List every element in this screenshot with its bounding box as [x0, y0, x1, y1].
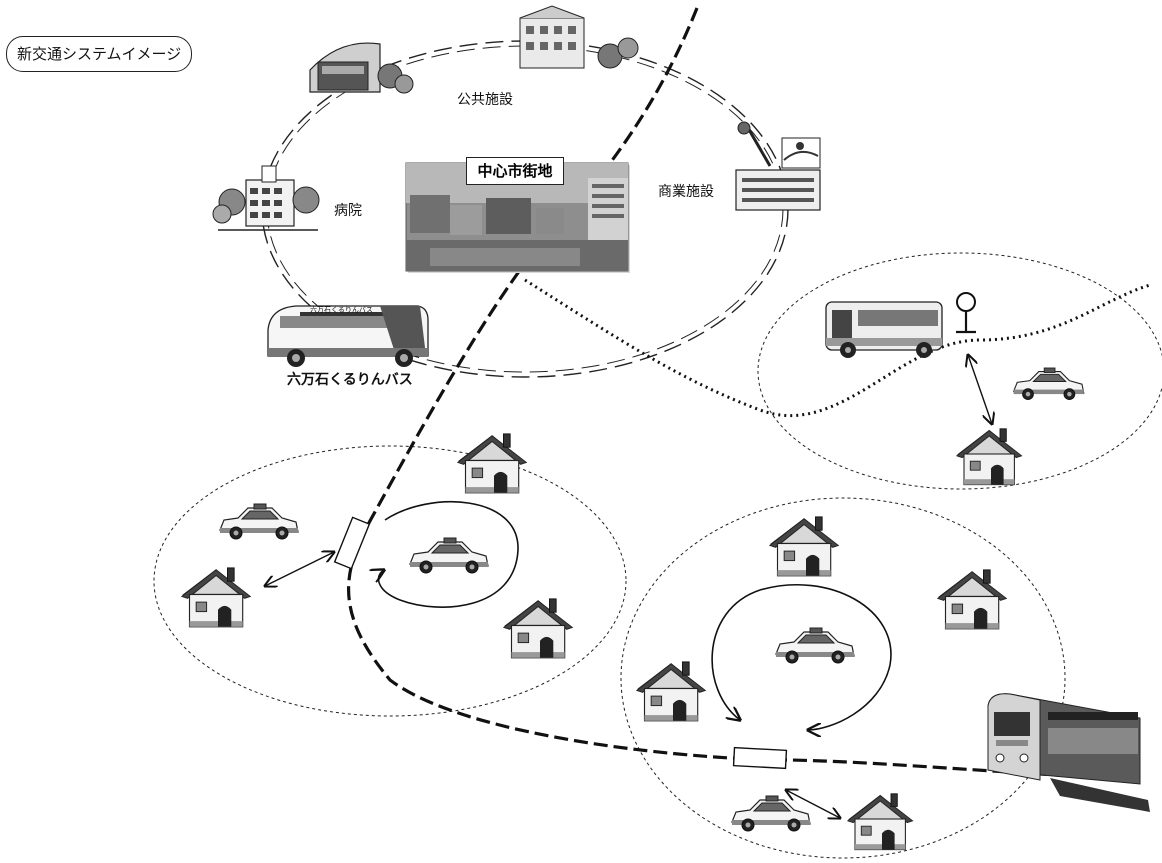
taxi-icon — [410, 538, 488, 573]
loop-arrow-south-left — [712, 590, 760, 720]
link-arrow-west — [265, 552, 334, 586]
station-south — [734, 748, 787, 769]
house-icon — [458, 434, 526, 493]
taxi-icon — [220, 504, 298, 539]
bus-stop-icon — [956, 293, 976, 332]
house-icon — [504, 599, 572, 658]
station-west — [335, 517, 370, 568]
house-icon — [957, 429, 1022, 485]
public-facility-label: 公共施設 — [457, 89, 513, 109]
taxi-icon — [776, 628, 854, 663]
taxi-icon — [732, 796, 810, 831]
house-icon — [848, 794, 913, 850]
railway-line — [349, 8, 1110, 778]
house-icon — [938, 570, 1006, 629]
diagram-title: 新交通システムイメージ — [6, 36, 192, 72]
link-arrow-east — [968, 355, 992, 424]
hospital-label: 病院 — [334, 200, 362, 220]
loop-arrow-south-right — [760, 585, 891, 730]
kururin-bus-icon: 六万石くるりんバス — [268, 305, 428, 367]
route-bus-icon — [826, 302, 942, 358]
hospital-icon — [213, 166, 319, 230]
house-icon — [182, 568, 250, 627]
house-icon — [770, 517, 838, 576]
train-icon — [988, 694, 1150, 812]
taxi-icon — [1014, 368, 1084, 400]
house-icon — [637, 662, 705, 721]
center-label: 中心市街地 — [466, 157, 564, 185]
bus-side-sign: 六万石くるりんバス — [310, 305, 373, 314]
commercial-facility-label: 商業施設 — [658, 181, 714, 201]
commercial-facility-icon — [736, 122, 820, 210]
bus-name-label: 六万石くるりんバス — [287, 369, 413, 389]
